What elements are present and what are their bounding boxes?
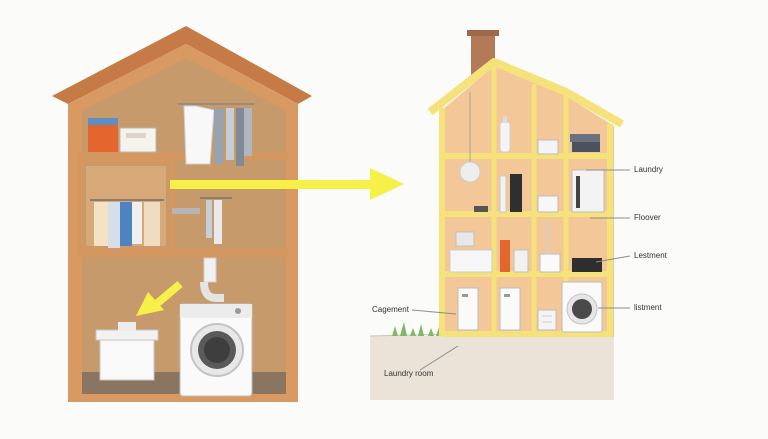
- tank-icon: [499, 287, 521, 331]
- clothes-hanger-icon: [178, 103, 254, 166]
- laundry-hamper-icon: [537, 309, 557, 331]
- side-clothes-rack: [172, 197, 232, 244]
- old-closet-frame: [77, 157, 175, 253]
- arrow-down-left-icon: [136, 280, 183, 316]
- washing-machine-icon: [179, 303, 253, 397]
- water-heater-icon: [457, 287, 479, 331]
- small-appliance-icon: [537, 195, 559, 213]
- ground: [370, 336, 614, 400]
- label-laundry-room: Laundry room: [384, 369, 434, 378]
- new-washing-machine-icon: [561, 281, 603, 333]
- drain-pipe: [200, 257, 224, 302]
- laundry-basket-icon: [537, 139, 559, 155]
- old-house-roof: [52, 26, 312, 104]
- new-house: [369, 30, 631, 400]
- arrow-right-icon: [170, 168, 404, 200]
- dark-box-icon: [572, 258, 602, 272]
- storage-box-icon: [88, 118, 157, 153]
- label-lestment: Lestment: [634, 251, 667, 260]
- label-listment: listment: [634, 303, 662, 312]
- label-leader-lines: [411, 169, 631, 371]
- bottle-icon: [499, 116, 511, 153]
- orange-cabinet-icon: [500, 240, 529, 273]
- label-cagement: Cagement: [372, 305, 409, 314]
- cabinet-icon: [571, 169, 605, 213]
- desk-icon: [449, 231, 493, 273]
- shoes-icon: [474, 206, 488, 212]
- pendant-lamp-icon: [459, 92, 481, 183]
- closet-clothes-icon: [90, 199, 164, 248]
- utility-bin-icon: [539, 222, 561, 273]
- folded-clothes-icon: [570, 134, 600, 152]
- old-middle-floor: [78, 248, 288, 257]
- utility-sink-icon: [95, 322, 159, 381]
- label-laundry: Laundry: [634, 165, 663, 174]
- grass: [392, 322, 443, 336]
- new-house-roof: [427, 58, 624, 128]
- label-floover: Floover: [634, 213, 661, 222]
- books-icon: [499, 174, 522, 213]
- old-attic-floor: [78, 152, 288, 160]
- old-house: [52, 26, 312, 402]
